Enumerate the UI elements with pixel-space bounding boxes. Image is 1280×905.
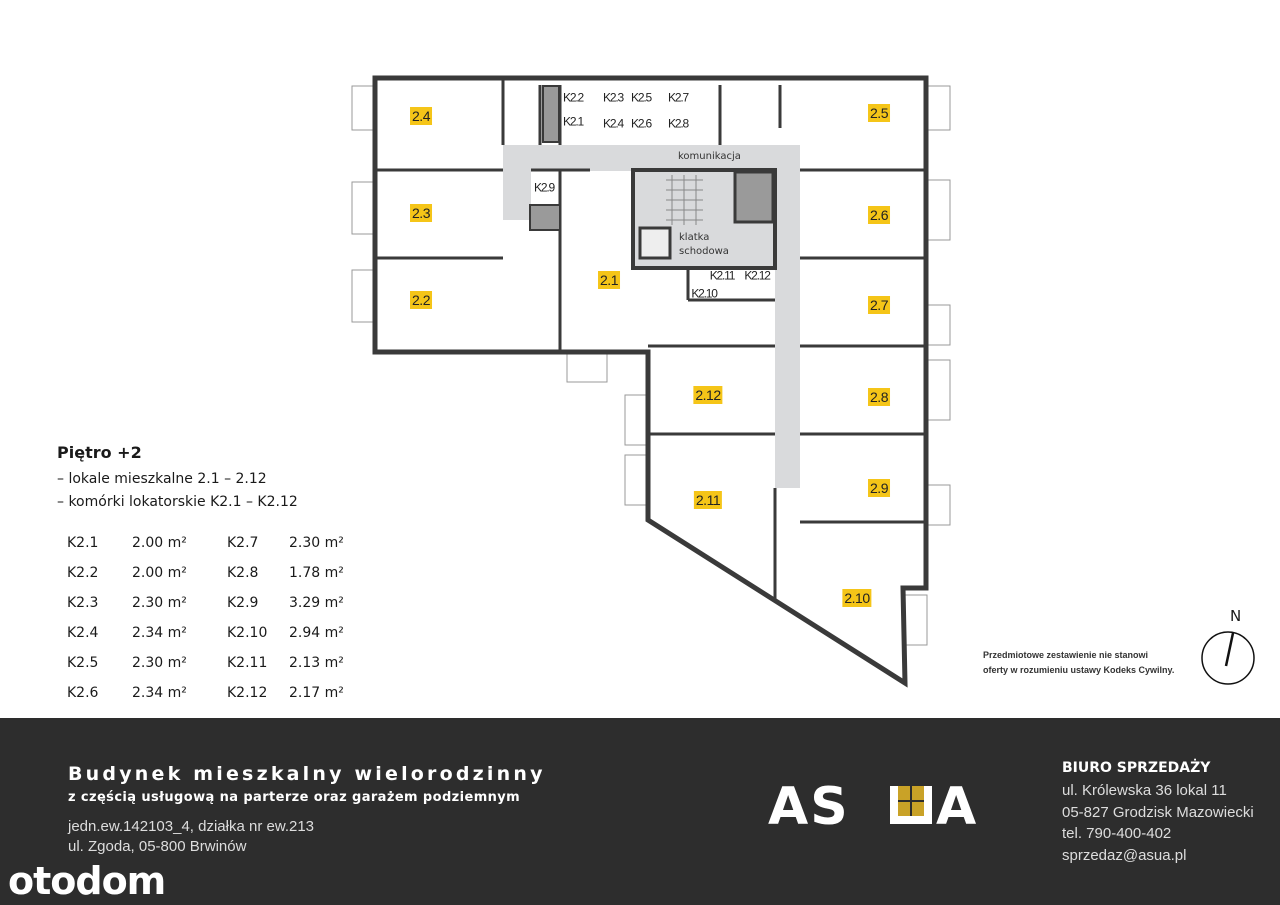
storage-area: 2.34 m² bbox=[132, 685, 187, 701]
storage-shafts bbox=[529, 85, 561, 231]
legend-units: – lokale mieszkalne 2.1 – 2.12 bbox=[57, 471, 267, 487]
storage-area: 3.29 m² bbox=[289, 595, 344, 611]
storage-id: K2.10 bbox=[227, 625, 268, 641]
project-title: Budynek mieszkalny wielorodzinny bbox=[68, 763, 546, 785]
storage-id: K2.3 bbox=[67, 595, 99, 611]
stairwell-label-2: schodowa bbox=[679, 246, 729, 257]
unit-2-1[interactable]: 2.1 bbox=[598, 271, 620, 289]
storage-k2-5: K2.5 bbox=[631, 90, 652, 105]
shaft bbox=[733, 170, 775, 224]
storage-id: K2.4 bbox=[67, 625, 99, 641]
storage-k2-1: K2.1 bbox=[563, 114, 584, 129]
disclaimer: Przedmiotowe zestawienie nie stanowi ofe… bbox=[983, 648, 1174, 678]
storage-area: 2.00 m² bbox=[132, 565, 187, 581]
legend-storage: – komórki lokatorskie K2.1 – K2.12 bbox=[57, 494, 298, 510]
sales-email[interactable]: sprzedaz@asua.pl bbox=[1062, 847, 1187, 864]
storage-area: 2.94 m² bbox=[289, 625, 344, 641]
compass-label: N bbox=[1230, 607, 1242, 625]
elevator-icon bbox=[638, 226, 672, 260]
storage-area: 2.00 m² bbox=[132, 535, 187, 551]
plot-info: jedn.ew.142103_4, działka nr ew.213 bbox=[68, 818, 315, 835]
storage-id: K2.9 bbox=[227, 595, 259, 611]
corridor bbox=[503, 145, 800, 488]
storage-area: 2.30 m² bbox=[132, 655, 187, 671]
storage-id: K2.7 bbox=[227, 535, 259, 551]
building-outline bbox=[372, 75, 929, 688]
storage-id: K2.6 bbox=[67, 685, 99, 701]
storage-k2-6: K2.6 bbox=[631, 116, 652, 131]
project-address: ul. Zgoda, 05-800 Brwinów bbox=[68, 838, 247, 855]
storage-area: 2.13 m² bbox=[289, 655, 344, 671]
storage-id: K2.12 bbox=[227, 685, 268, 701]
storage-area: 2.34 m² bbox=[132, 625, 187, 641]
storage-area: 2.30 m² bbox=[289, 535, 344, 551]
storage-id: K2.2 bbox=[67, 565, 99, 581]
unit-2-12[interactable]: 2.12 bbox=[693, 386, 723, 404]
project-subtitle: z częścią usługową na parterze oraz gara… bbox=[68, 790, 521, 805]
floor-plan bbox=[351, 75, 951, 688]
legend: Piętro +2 – lokale mieszkalne 2.1 – 2.12… bbox=[57, 443, 298, 514]
disclaimer-line: oferty w rozumieniu ustawy Kodeks Cywiln… bbox=[983, 665, 1175, 675]
unit-2-5[interactable]: 2.5 bbox=[868, 104, 890, 122]
corridor-label: komunikacja bbox=[678, 151, 741, 162]
svg-text:A: A bbox=[936, 780, 976, 830]
otodom-watermark: otodom bbox=[8, 859, 166, 903]
storage-k2-12: K2.12 bbox=[744, 268, 771, 283]
stairwell-label-1: klatka bbox=[679, 232, 710, 243]
unit-2-2[interactable]: 2.2 bbox=[410, 291, 432, 309]
storage-area: 2.30 m² bbox=[132, 595, 187, 611]
storage-area: 1.78 m² bbox=[289, 565, 344, 581]
unit-2-4[interactable]: 2.4 bbox=[410, 107, 432, 125]
storage-k2-9: K2.9 bbox=[534, 180, 555, 195]
footer: Budynek mieszkalny wielorodzinny z częśc… bbox=[0, 718, 1280, 905]
unit-2-7[interactable]: 2.7 bbox=[868, 296, 890, 314]
sales-street: ul. Królewska 36 lokal 11 bbox=[1062, 782, 1227, 799]
storage-k2-10: K2.10 bbox=[691, 286, 718, 301]
unit-2-9[interactable]: 2.9 bbox=[868, 479, 890, 497]
sales-city: 05-827 Grodzisk Mazowiecki bbox=[1062, 804, 1254, 821]
unit-2-10[interactable]: 2.10 bbox=[842, 589, 872, 607]
logo-text: AS bbox=[768, 780, 850, 830]
storage-k2-4: K2.4 bbox=[603, 116, 624, 131]
storage-k2-2: K2.2 bbox=[563, 90, 584, 105]
storage-id: K2.5 bbox=[67, 655, 99, 671]
north-arrow-icon bbox=[1201, 631, 1255, 685]
sales-office-title: BIURO SPRZEDAŻY bbox=[1062, 760, 1211, 776]
storage-k2-8: K2.8 bbox=[668, 116, 689, 131]
storage-id: K2.8 bbox=[227, 565, 259, 581]
storage-k2-7: K2.7 bbox=[668, 90, 689, 105]
storage-k2-3: K2.3 bbox=[603, 90, 624, 105]
storage-area: 2.17 m² bbox=[289, 685, 344, 701]
unit-2-6[interactable]: 2.6 bbox=[868, 206, 890, 224]
unit-2-3[interactable]: 2.3 bbox=[410, 204, 432, 222]
sales-phone[interactable]: tel. 790-400-402 bbox=[1062, 825, 1172, 842]
unit-2-8[interactable]: 2.8 bbox=[868, 388, 890, 406]
storage-id: K2.11 bbox=[227, 655, 268, 671]
stairwell bbox=[631, 168, 777, 270]
floor-title: Piętro +2 bbox=[57, 443, 142, 462]
unit-2-11[interactable]: 2.11 bbox=[693, 491, 723, 509]
disclaimer-line: Przedmiotowe zestawienie nie stanowi bbox=[983, 650, 1149, 660]
storage-id: K2.1 bbox=[67, 535, 99, 551]
asua-logo: AS A bbox=[768, 780, 976, 830]
storage-k2-11: K2.11 bbox=[709, 268, 736, 283]
